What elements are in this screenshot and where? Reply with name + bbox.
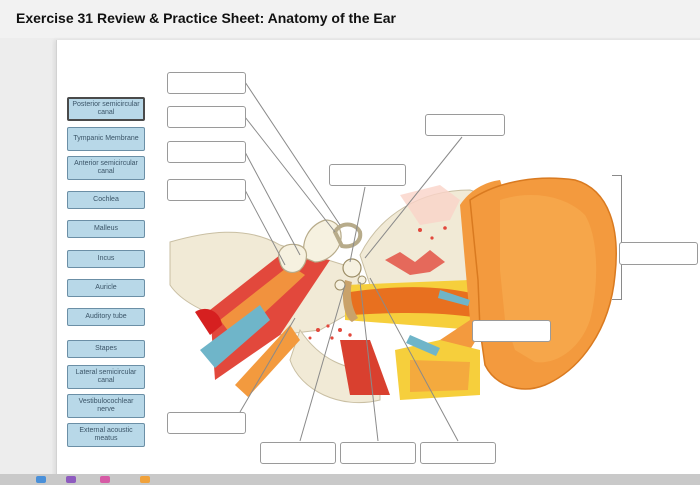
drop-target-5[interactable] [425,114,505,136]
taskbar [0,474,700,485]
drop-target-12[interactable] [420,442,496,464]
drop-target-7[interactable] [619,242,698,265]
taskbar-app-icon[interactable] [100,476,110,483]
drop-target-1[interactable] [167,72,246,94]
drop-target-6[interactable] [329,164,406,186]
drop-target-8[interactable] [472,320,551,342]
drop-target-9[interactable] [167,412,246,434]
taskbar-app-icon[interactable] [140,476,150,483]
taskbar-app-icon[interactable] [66,476,76,483]
drop-target-2[interactable] [167,106,246,128]
drop-target-3[interactable] [167,141,246,163]
drop-target-4[interactable] [167,179,246,201]
drop-target-11[interactable] [340,442,416,464]
drop-target-10[interactable] [260,442,336,464]
taskbar-app-icon[interactable] [36,476,46,483]
